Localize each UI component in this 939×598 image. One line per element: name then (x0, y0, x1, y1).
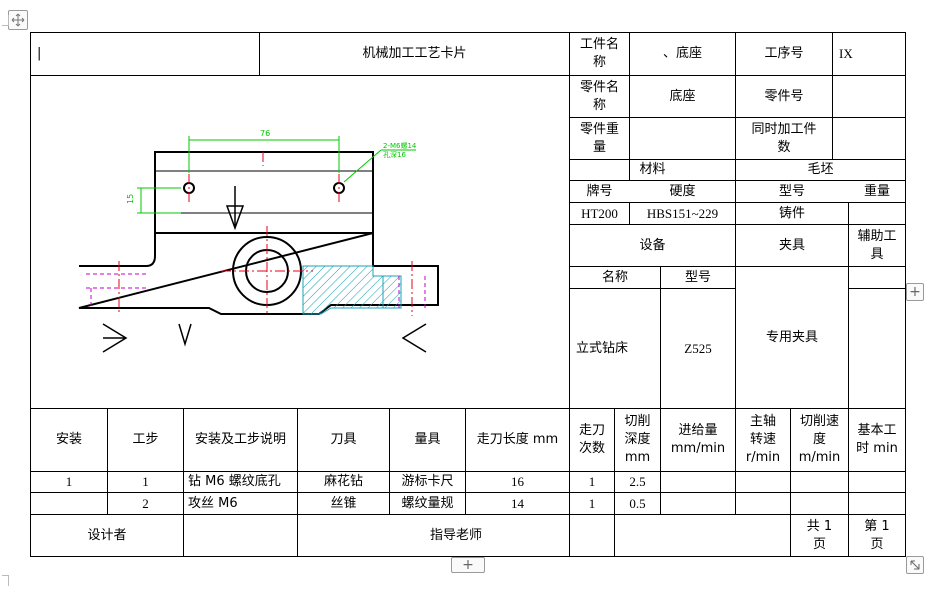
text-cursor: | (37, 46, 42, 61)
material-label: 材料 (639, 162, 666, 177)
weight-label: 重量 (863, 183, 890, 199)
designer-label: 设计者 (87, 527, 127, 543)
col-header-feed-length: 走刀长度 mm (476, 432, 559, 447)
col-header-gauge: 量具 (414, 432, 441, 447)
component-name-label: 零件名 称 (579, 79, 619, 113)
table-cell: 16 (511, 474, 524, 489)
col-header-depth: 切削 深度 mm (624, 414, 651, 465)
aux-tool-label: 辅助工 具 (857, 228, 897, 262)
page-corner-mark (2, 15, 9, 26)
table-cell: 1 (588, 495, 596, 511)
component-name-value: 底座 (669, 88, 696, 104)
blank-label: 毛坯 (807, 162, 834, 177)
fixture-value: 专用夹具 (765, 329, 818, 345)
table-resize-handle[interactable] (906, 556, 924, 574)
col-header-cutting-speed: 切削速 度 m/min (798, 414, 841, 465)
component-weight-label: 零件重 量 (579, 121, 619, 155)
annotation-line2: 孔深16 (383, 150, 406, 159)
equip-name-label: 名称 (601, 269, 628, 285)
col-header-passes: 走刀 次数 (578, 423, 605, 456)
upper-block-outline (154, 151, 374, 234)
header-blank-cell[interactable]: | (31, 33, 259, 75)
col-header-install: 安装 (55, 432, 82, 447)
equip-name-value: 立式钻床 (576, 340, 629, 356)
add-column-label: + (909, 284, 921, 300)
table-cell: 2 (142, 495, 149, 511)
annotation-line1: 2-M6螺14 (383, 141, 417, 150)
total-pages: 共 1 页 (806, 518, 833, 552)
hardness-value: HBS151~229 (646, 205, 719, 221)
add-column-button[interactable]: + (906, 283, 924, 301)
table-cell: 14 (511, 495, 524, 511)
add-row-button[interactable]: + (451, 557, 485, 573)
simultaneous-label: 同时加工件 数 (751, 121, 817, 155)
part-name-label: 工件名 称 (579, 37, 619, 70)
col-header-spindle-speed: 主轴 转速 r/min (745, 414, 781, 465)
process-card-table: | 机械加工工艺卡片 工件名 称 、底座 工序号 IX 零件名 称 底座 零件号… (30, 32, 906, 557)
process-no-value: IX (839, 46, 853, 61)
table-cell: 1 (65, 474, 73, 489)
grade-label: 牌号 (586, 183, 613, 199)
table-cell: 游标卡尺 (401, 474, 454, 489)
equip-model-value: Z525 (684, 340, 712, 356)
add-row-label: + (462, 557, 474, 573)
col-header-step: 工步 (132, 432, 159, 447)
col-header-description: 安装及工步说明 (194, 432, 286, 447)
table-cell: 钻 M6 螺纹底孔 (188, 474, 281, 489)
table-cell: 攻丝 M6 (188, 495, 238, 511)
card-title: 机械加工工艺卡片 (362, 46, 467, 61)
fixture-label: 夹具 (778, 237, 805, 253)
dim-top-text: 76 (260, 129, 270, 138)
table-cell: 螺纹量规 (401, 495, 454, 511)
col-header-feed-rate: 进给量 mm/min (670, 423, 726, 456)
part-name-value: 、底座 (662, 46, 702, 61)
dim-side-text: 15 (126, 194, 135, 204)
table-cell (31, 493, 107, 514)
move-icon (11, 13, 25, 27)
process-no-label: 工序号 (764, 46, 804, 61)
table-cell: 1 (142, 474, 149, 489)
page-number: 第 1 页 (864, 518, 890, 552)
hardness-label: 硬度 (669, 183, 696, 199)
advisor-label: 指导老师 (429, 527, 482, 543)
blank-type-value: 铸件 (778, 205, 805, 221)
table-cell: 1 (588, 474, 596, 489)
table-move-handle[interactable] (8, 10, 28, 30)
table-cell: 2.5 (629, 474, 646, 489)
resize-icon (910, 560, 920, 570)
part-drawing: 76 15 2-M6螺14 孔深16 (78, 129, 439, 353)
equipment-label: 设备 (639, 237, 666, 253)
table-cell: 丝锥 (330, 495, 357, 511)
page-corner-mark (2, 575, 9, 586)
col-header-tool: 刀具 (330, 432, 357, 447)
table-cell: 0.5 (629, 495, 646, 511)
col-header-basic-time: 基本工 时 min (856, 423, 898, 456)
table-cell: 麻花钻 (323, 474, 363, 489)
component-no-label: 零件号 (764, 88, 804, 104)
equip-model-label: 型号 (684, 269, 711, 285)
grade-value: HT200 (581, 205, 618, 221)
type-label: 型号 (778, 183, 805, 199)
